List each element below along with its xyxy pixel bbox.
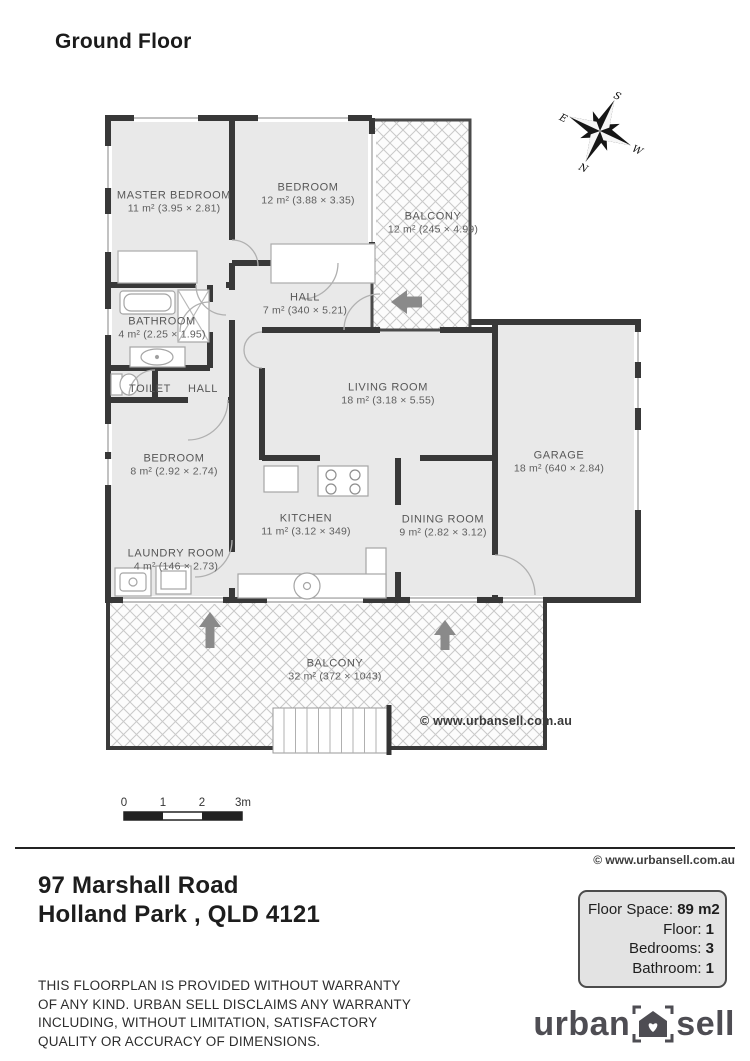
address-block: 97 Marshall Road Holland Park , QLD 4121 [38, 871, 320, 929]
scale-bar: 0 1 2 3m [121, 797, 251, 821]
toilet-icon [110, 373, 139, 396]
heart-icon [648, 1023, 658, 1032]
disclaimer-text: THIS FLOORPLAN IS PROVIDED WITHOUT WARRA… [38, 978, 412, 1050]
entry-arrow-up-right-icon [434, 620, 456, 650]
urbansell-logo: urban sell [533, 1004, 735, 1044]
address-line1: 97 Marshall Road [38, 872, 239, 899]
compass-n-label: N [576, 161, 591, 176]
compass-e-label: E [557, 112, 570, 126]
bathroom-fixtures [119, 289, 210, 368]
page-title: Ground Floor [55, 30, 192, 53]
door-arcs [128, 239, 536, 596]
info-box: Floor Space: 89 m2 Floor: 1 Bedrooms: 3 … [578, 890, 727, 988]
stove-icon [317, 465, 369, 497]
footer-copyright: © www.urbansell.com.au [593, 853, 735, 867]
bed-icons [117, 243, 376, 284]
info-row-bedrooms: Bedrooms: 3 [628, 940, 714, 957]
compass-s-label: S [612, 90, 623, 103]
entry-arrow-left-icon [391, 290, 422, 314]
info-row-bathroom: Bathroom: 1 [632, 959, 714, 977]
scale-tick-0: 0 [121, 797, 127, 809]
scale-tick-2: 2 [199, 797, 205, 809]
floorplan-graphic: S N E W 0 1 2 3m [104, 90, 645, 821]
scale-tick-1: 1 [160, 797, 166, 809]
info-row-floor: Floor: 1 [663, 920, 714, 938]
info-row-floor-space: Floor Space: 89 m2 [588, 901, 720, 918]
compass-icon: S N E W [557, 90, 645, 176]
plan-watermark: © www.urbansell.com.au [420, 714, 573, 728]
counter-icon [263, 465, 299, 493]
footer-divider [15, 847, 735, 849]
scale-tick-3: 3m [235, 797, 251, 809]
walls [105, 115, 641, 603]
compass-w-label: W [630, 144, 645, 159]
laundry-fixtures [114, 565, 192, 597]
logo-house-icon [632, 1005, 674, 1043]
entry-arrow-icons [199, 290, 456, 650]
stairs-icon [272, 705, 392, 755]
address-line2: Holland Park , QLD 4121 [38, 901, 321, 928]
logo-word-urban: urban [533, 1005, 631, 1043]
kitchen-fixtures [237, 465, 387, 600]
logo-word-sell: sell [676, 1005, 735, 1043]
entry-arrow-up-left-icon [199, 612, 221, 648]
windows [104, 114, 642, 604]
